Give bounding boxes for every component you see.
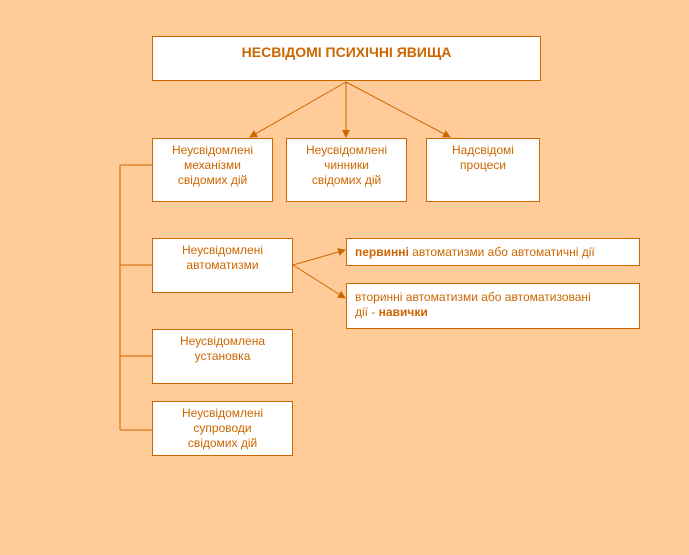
line: свідомих дій [177, 173, 248, 187]
bold-term: навички [378, 305, 428, 319]
line: Неусвідомлені [305, 143, 387, 157]
line: свідомих дій [311, 173, 382, 187]
node-automatisms: Неусвідомлені автоматизми [152, 238, 293, 293]
node-superconscious: Надсвідомі процеси [426, 138, 540, 202]
line: процеси [460, 158, 506, 172]
line: Неусвідомлені [181, 406, 263, 420]
line: дії - [355, 305, 379, 319]
title-box: НЕСВІДОМІ ПСИХІЧНІ ЯВИЩА [152, 36, 541, 81]
node-unconscious-mechanisms: Неусвідомлені механізми свідомих дій [152, 138, 273, 202]
node-unconscious-set: Неусвідомлена установка [152, 329, 293, 384]
line: Неусвідомлена [179, 334, 265, 348]
node-primary-automatisms: первинні автоматизми або автоматичні дії [346, 238, 640, 266]
line: свідомих дій [187, 436, 258, 450]
node-unconscious-factors: Неусвідомлені чинники свідомих дій [286, 138, 407, 202]
arrow-to-superconscious [345, 81, 451, 138]
node-accompaniments: Неусвідомлені супроводи свідомих дій [152, 401, 293, 456]
arrow-to-secondary [292, 264, 346, 299]
line: автоматизми або автоматичні дії [408, 245, 595, 259]
line: автоматизми [186, 258, 259, 272]
line: установка [194, 349, 251, 363]
line: Неусвідомлені [181, 243, 263, 257]
line: вторинні автоматизми або автоматизовані [355, 290, 591, 304]
line: чинники [324, 158, 369, 172]
line: механізми [184, 158, 241, 172]
line: Неусвідомлені [171, 143, 253, 157]
bold-term: первинні [355, 245, 409, 259]
arrow-to-mechanisms [249, 81, 347, 138]
line: Надсвідомі [452, 143, 514, 157]
diagram-title: НЕСВІДОМІ ПСИХІЧНІ ЯВИЩА [241, 44, 452, 60]
line: супроводи [193, 421, 252, 435]
node-secondary-automatisms: вторинні автоматизми або автоматизовані … [346, 283, 640, 329]
arrow-to-primary [292, 248, 346, 266]
